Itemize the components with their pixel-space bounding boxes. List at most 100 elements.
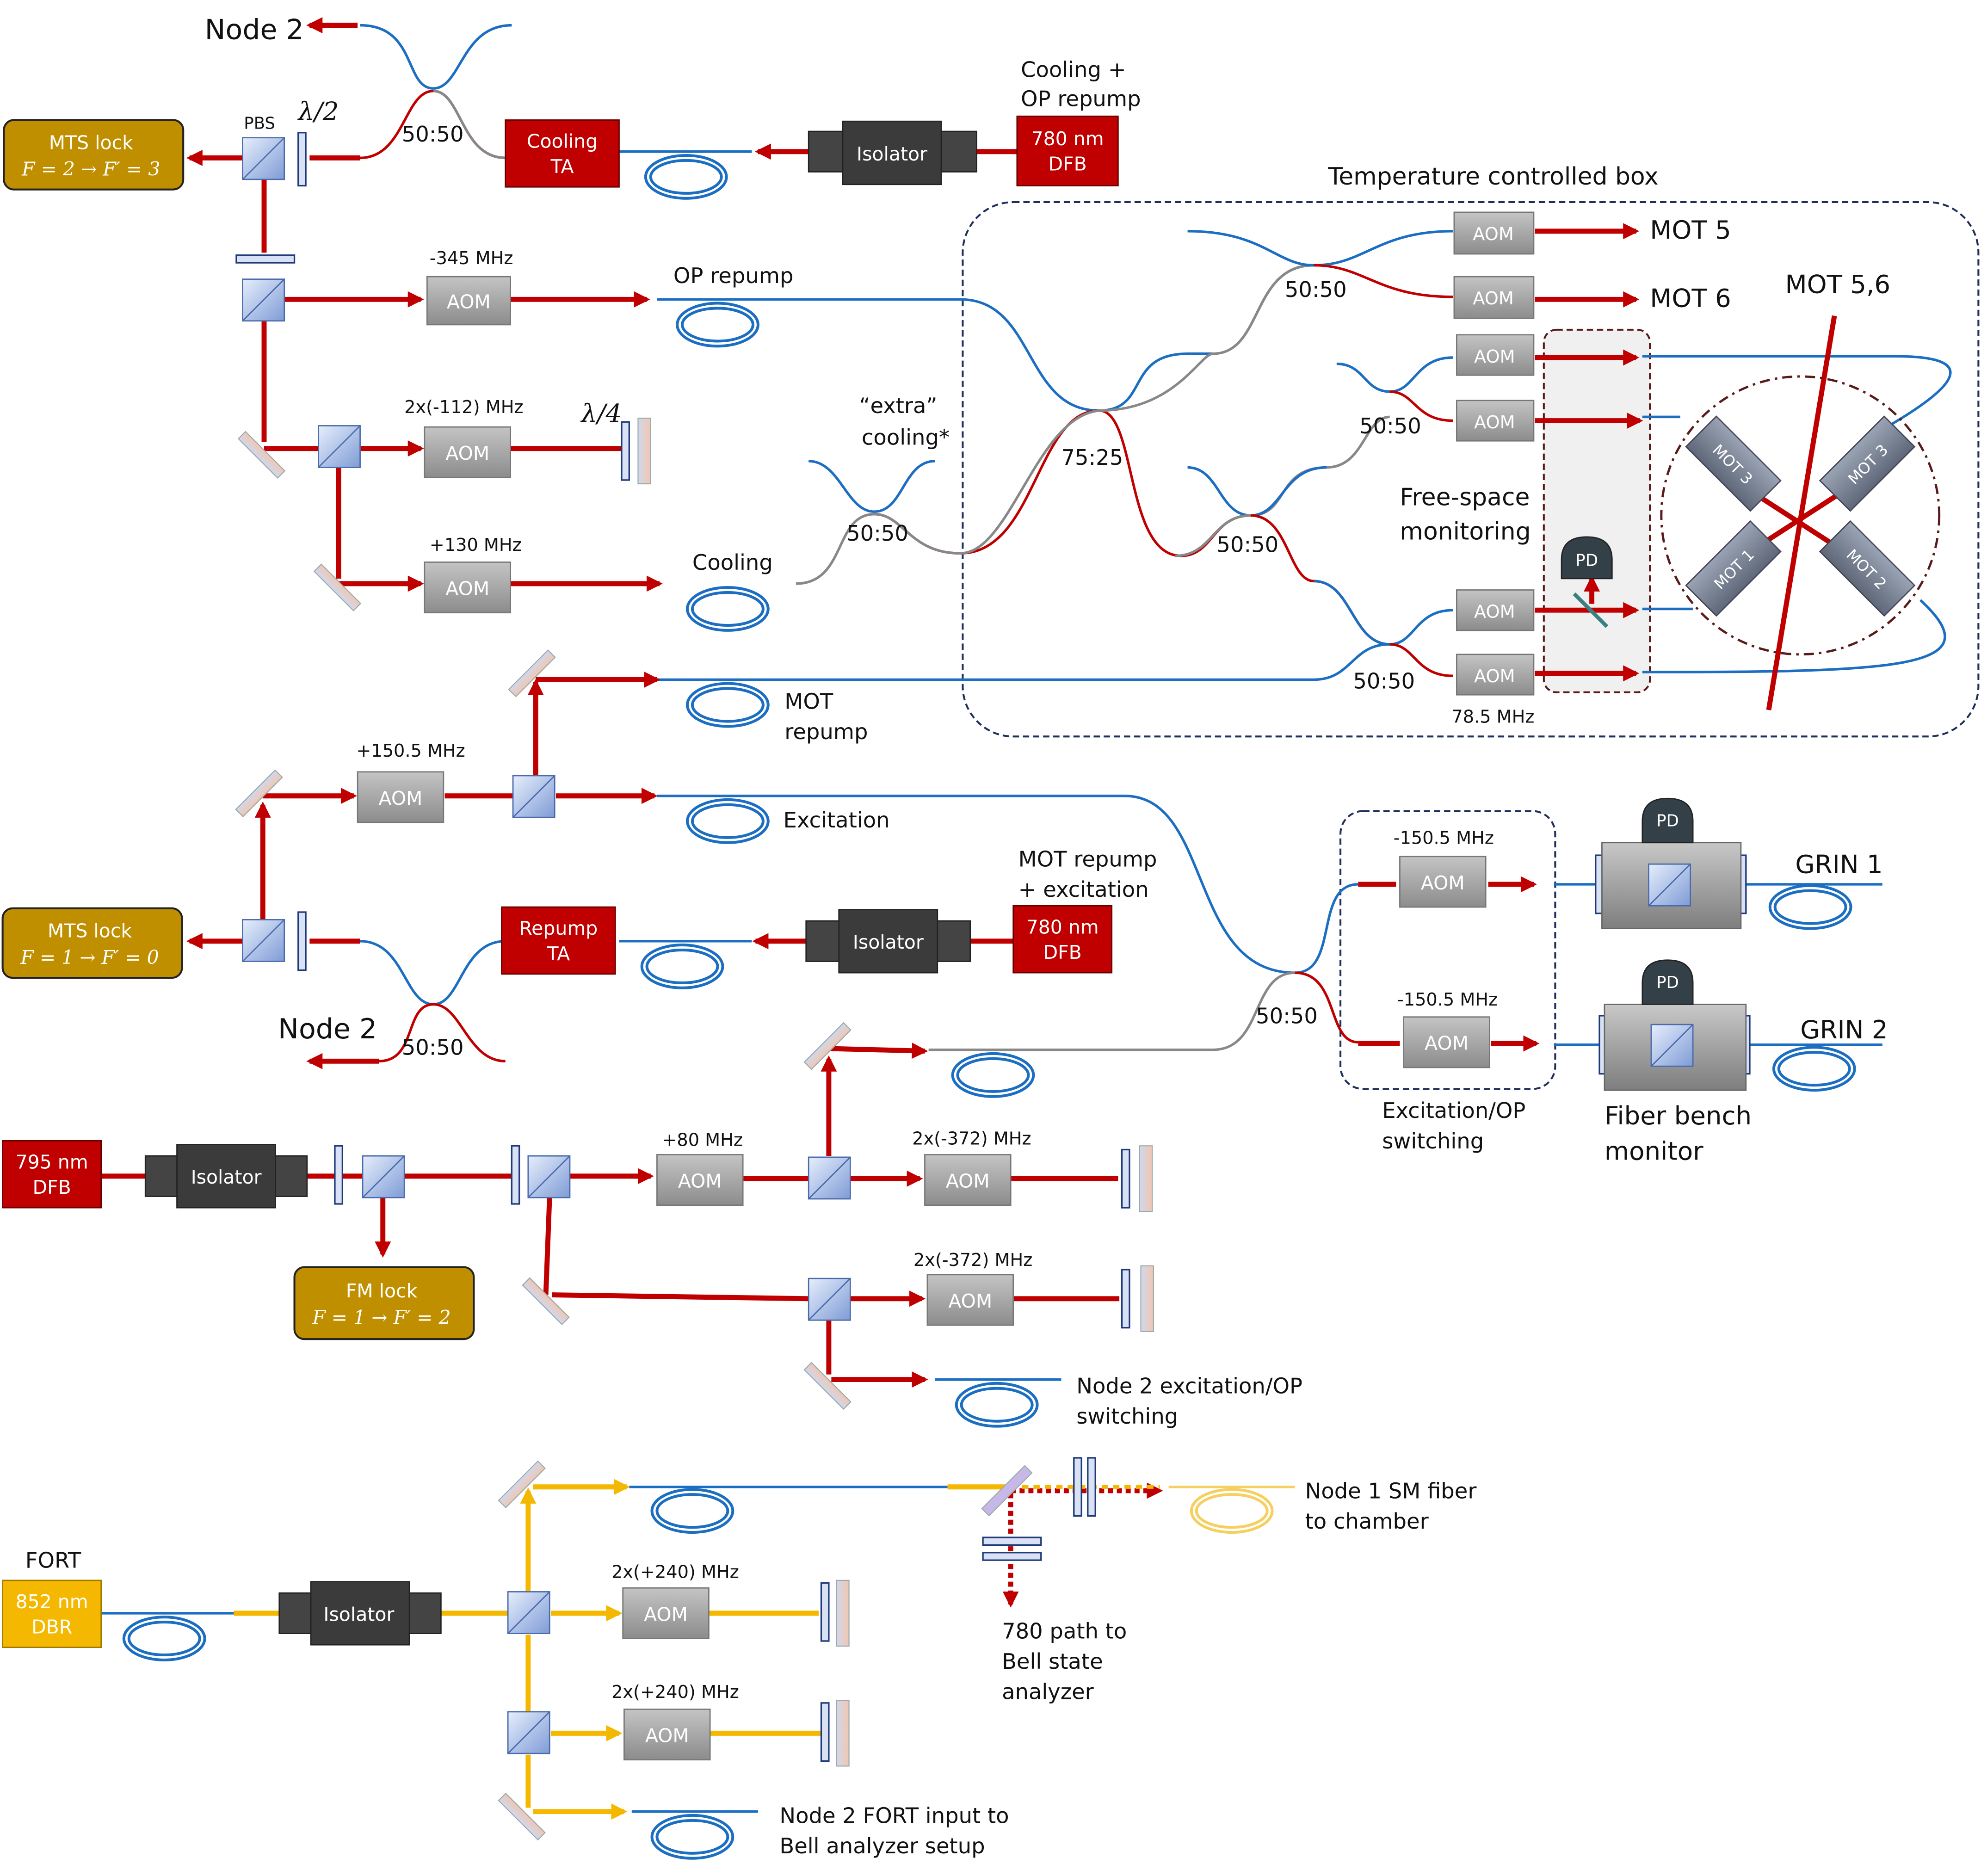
isolator-795: Isolator <box>144 1144 308 1209</box>
svg-text:MTS lock: MTS lock <box>49 131 133 154</box>
bench1-pd-label: PD <box>1656 811 1679 830</box>
dfb-780-mid: 780 nm DFB <box>1012 905 1113 974</box>
fiber-spool-yellow <box>1190 1488 1274 1534</box>
aom-150m-a <box>1399 856 1487 908</box>
svg-text:2x(+240) MHz: 2x(+240) MHz <box>611 1562 739 1582</box>
svg-text:GRIN 2: GRIN 2 <box>1800 1015 1888 1044</box>
svg-text:MOT repump: MOT repump <box>1018 847 1157 872</box>
fiber-spools <box>122 154 1856 1860</box>
svg-text:AOM: AOM <box>644 1603 688 1625</box>
svg-text:Cooling: Cooling <box>692 550 773 575</box>
svg-text:λ/4: λ/4 <box>580 398 622 428</box>
dfb-795: 795 nm DFB <box>2 1140 102 1209</box>
svg-text:λ/2: λ/2 <box>297 96 339 126</box>
svg-text:-345 MHz: -345 MHz <box>430 248 513 269</box>
temperature-controlled-box <box>962 201 1980 738</box>
svg-text:2x(-112) MHz: 2x(-112) MHz <box>404 397 523 418</box>
svg-text:MOT 6: MOT 6 <box>1650 284 1731 313</box>
svg-text:OP repump: OP repump <box>1021 86 1141 111</box>
aom-372b <box>926 1274 1014 1326</box>
svg-text:Node 2: Node 2 <box>278 1013 377 1045</box>
svg-text:monitor: monitor <box>1605 1136 1703 1166</box>
svg-text:AOM: AOM <box>1421 872 1465 894</box>
svg-text:AOM: AOM <box>447 290 491 313</box>
aom-240a <box>622 1587 710 1639</box>
svg-text:Cooling +: Cooling + <box>1021 57 1126 82</box>
aom-mot6 <box>1453 276 1535 319</box>
fiber-bench-2: PD <box>1604 959 1747 1091</box>
isolator-top: Isolator <box>808 120 977 185</box>
svg-text:F = 2 → F′ = 3: F = 2 → F′ = 3 <box>21 158 160 180</box>
svg-text:Node 2 excitation/OP: Node 2 excitation/OP <box>1076 1374 1302 1399</box>
svg-text:FM lock: FM lock <box>346 1280 418 1302</box>
svg-text:-150.5 MHz: -150.5 MHz <box>1397 990 1498 1010</box>
svg-text:“extra”: “extra” <box>859 393 937 418</box>
svg-text:+150.5 MHz: +150.5 MHz <box>356 741 465 761</box>
svg-text:Cooling: Cooling <box>527 130 598 153</box>
fm-lock: FM lock F = 1 → F′ = 2 <box>293 1266 475 1340</box>
svg-text:to chamber: to chamber <box>1305 1509 1429 1534</box>
mot56-beam <box>1766 315 1837 710</box>
svg-text:780 path to: 780 path to <box>1002 1619 1127 1644</box>
svg-text:AOM: AOM <box>1473 224 1514 245</box>
svg-text:AOM: AOM <box>1473 289 1514 309</box>
svg-text:AOM: AOM <box>445 442 489 464</box>
svg-text:monitoring: monitoring <box>1400 518 1530 545</box>
svg-text:852 nm: 852 nm <box>16 1591 88 1613</box>
aom-mot3a <box>1456 334 1535 376</box>
beams-852 <box>234 1479 1011 1820</box>
dbr-852: 852 nm DBR <box>2 1580 102 1648</box>
svg-text:AOM: AOM <box>946 1170 990 1192</box>
svg-text:GRIN 1: GRIN 1 <box>1795 849 1882 879</box>
svg-text:AOM: AOM <box>645 1724 689 1746</box>
cooling-ta: Cooling TA <box>505 119 620 188</box>
dichroic-mirror <box>981 1465 1033 1517</box>
svg-text:Fiber bench: Fiber bench <box>1605 1101 1752 1130</box>
svg-text:AOM: AOM <box>678 1170 722 1192</box>
free-space-monitoring-box <box>1543 328 1651 693</box>
svg-text:Node 1 SM fiber: Node 1 SM fiber <box>1305 1478 1477 1503</box>
svg-text:Repump: Repump <box>519 917 598 939</box>
svg-text:MOT 5: MOT 5 <box>1650 215 1731 245</box>
svg-text:2x(-372) MHz: 2x(-372) MHz <box>912 1129 1031 1149</box>
svg-text:-150.5 MHz: -150.5 MHz <box>1394 828 1494 849</box>
svg-text:cooling*: cooling* <box>862 425 950 450</box>
excitation-switching-box <box>1339 810 1556 1090</box>
svg-text:Bell analyzer setup: Bell analyzer setup <box>779 1833 985 1858</box>
svg-text:TA: TA <box>550 155 574 178</box>
svg-text:MTS lock: MTS lock <box>48 920 132 942</box>
svg-text:AOM: AOM <box>1474 666 1515 687</box>
aom-group <box>357 211 1535 1761</box>
svg-text:Excitation/OP: Excitation/OP <box>1382 1098 1525 1123</box>
aom-130 <box>424 562 511 614</box>
svg-text:50:50: 50:50 <box>402 122 464 147</box>
svg-text:Excitation: Excitation <box>784 808 890 833</box>
aom-150m-b <box>1403 1016 1490 1068</box>
aom-mot1 <box>1456 589 1535 631</box>
aom-150p <box>357 771 444 823</box>
svg-text:DFB: DFB <box>1049 153 1087 175</box>
svg-text:TA: TA <box>546 943 570 965</box>
temperature-box-label: Temperature controlled box <box>1327 163 1658 191</box>
svg-text:78.5 MHz: 78.5 MHz <box>1451 707 1534 727</box>
dfb-780-top: 780 nm DFB <box>1016 115 1119 186</box>
svg-text:Isolator: Isolator <box>323 1603 394 1625</box>
svg-text:AOM: AOM <box>445 577 489 599</box>
svg-text:Isolator: Isolator <box>191 1166 262 1188</box>
svg-text:+80 MHz: +80 MHz <box>662 1130 743 1150</box>
svg-text:50:50: 50:50 <box>1359 413 1421 438</box>
svg-text:FORT: FORT <box>25 1548 81 1573</box>
aom-mot2 <box>1456 654 1535 696</box>
svg-text:50:50: 50:50 <box>1216 532 1278 557</box>
svg-text:Isolator: Isolator <box>857 143 927 165</box>
svg-text:50:50: 50:50 <box>1256 1003 1318 1028</box>
text-labels: Node 2 Cooling + OP repump PBS λ/2 50:50… <box>25 14 1890 1858</box>
repump-ta: Repump TA <box>501 906 616 975</box>
svg-text:+ excitation: + excitation <box>1018 877 1149 902</box>
svg-text:DBR: DBR <box>31 1616 72 1638</box>
svg-text:MOT 5,6: MOT 5,6 <box>1785 270 1890 299</box>
mot-blocks: MOT 3 MOT 3 MOT 1 MOT 2 <box>1685 415 1916 617</box>
aom-240b <box>623 1709 711 1761</box>
bench2-pd-label: PD <box>1656 973 1679 992</box>
